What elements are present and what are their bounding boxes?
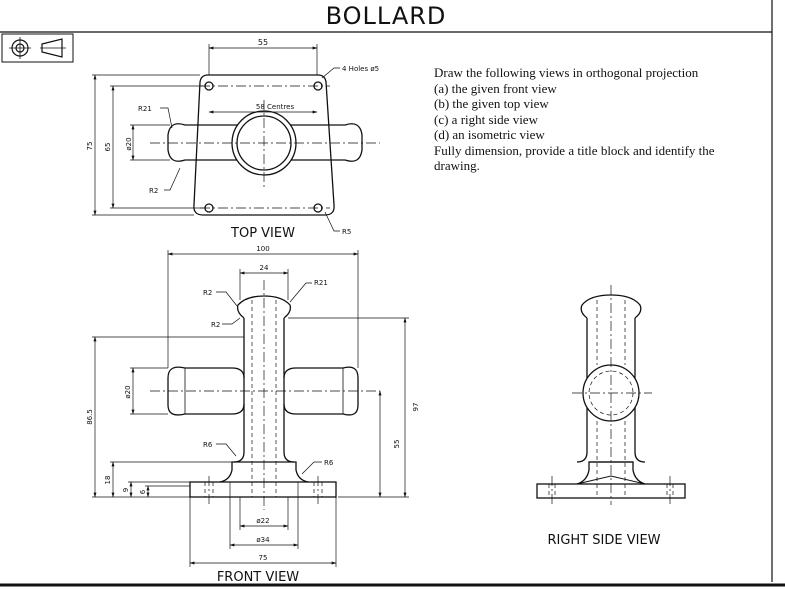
- right-side-view-label: RIGHT SIDE VIEW: [547, 533, 660, 548]
- dim-r5: R5: [342, 228, 351, 236]
- dim-55: 55: [258, 38, 268, 47]
- first-angle-projection-icon: [9, 37, 66, 59]
- dim-75: 75: [86, 142, 94, 151]
- dim-centres: 58 Centres: [256, 103, 295, 111]
- dim-dia20: ø20: [125, 137, 133, 150]
- instruction-line: Fully dimension, provide a title block a…: [434, 142, 715, 158]
- dim-97: 97: [412, 403, 420, 412]
- dim-18: 18: [104, 476, 112, 485]
- instruction-line: drawing.: [434, 158, 480, 173]
- top-view: [167, 74, 363, 216]
- dim-dia20-front: ø20: [124, 385, 132, 398]
- dim-dia22: ø22: [256, 517, 269, 525]
- dim-6: 6: [139, 489, 147, 494]
- instruction-line: (d) an isometric view: [434, 127, 545, 142]
- instructions-block: Draw the following views in orthogonal p…: [434, 65, 754, 174]
- dim-r2-front-a: R2: [203, 289, 212, 297]
- drawing-title: BOLLARD: [325, 2, 447, 30]
- instruction-line: (a) the given front view: [434, 80, 557, 96]
- dim-9: 9: [122, 488, 130, 492]
- front-view-hidden: [204, 300, 323, 497]
- dim-86-5: 86.5: [86, 409, 94, 425]
- instruction-line: (c) a right side view: [434, 111, 538, 127]
- dim-dia34: ø34: [256, 536, 270, 544]
- front-view-centerlines: [150, 280, 380, 510]
- dim-r6-b: R6: [324, 459, 334, 467]
- dim-100: 100: [256, 245, 269, 253]
- front-view-label: FRONT VIEW: [217, 570, 299, 585]
- dim-55-front: 55: [393, 440, 401, 449]
- top-view-dimensions: [92, 44, 340, 232]
- dim-r21: R21: [138, 105, 152, 113]
- front-view-dimensions: [92, 250, 409, 567]
- dim-24: 24: [260, 264, 269, 272]
- dim-r21-front: R21: [314, 279, 328, 287]
- dim-65: 65: [104, 143, 112, 152]
- dim-r2-front-b: R2: [211, 321, 220, 329]
- instruction-line: Draw the following views in orthogonal p…: [434, 65, 699, 80]
- dim-75-front: 75: [259, 554, 268, 562]
- dim-r6-a: R6: [203, 441, 213, 449]
- right-side-view-centerlines: [551, 285, 671, 505]
- front-view-labels: 100 24 R21 R2 R2 ø20 86.5 97 55 R6 R6 18…: [86, 245, 420, 585]
- instruction-line: (b) the given top view: [434, 96, 549, 111]
- dim-holes: 4 Holes ø5: [342, 65, 379, 73]
- top-view-centerlines: [150, 85, 380, 209]
- top-view-label: TOP VIEW: [230, 226, 295, 241]
- front-view: [167, 295, 359, 498]
- dim-r2: R2: [149, 187, 158, 195]
- top-view-labels: 55 4 Holes ø5 58 Centres R21 R2 ø20 75 6…: [86, 38, 379, 241]
